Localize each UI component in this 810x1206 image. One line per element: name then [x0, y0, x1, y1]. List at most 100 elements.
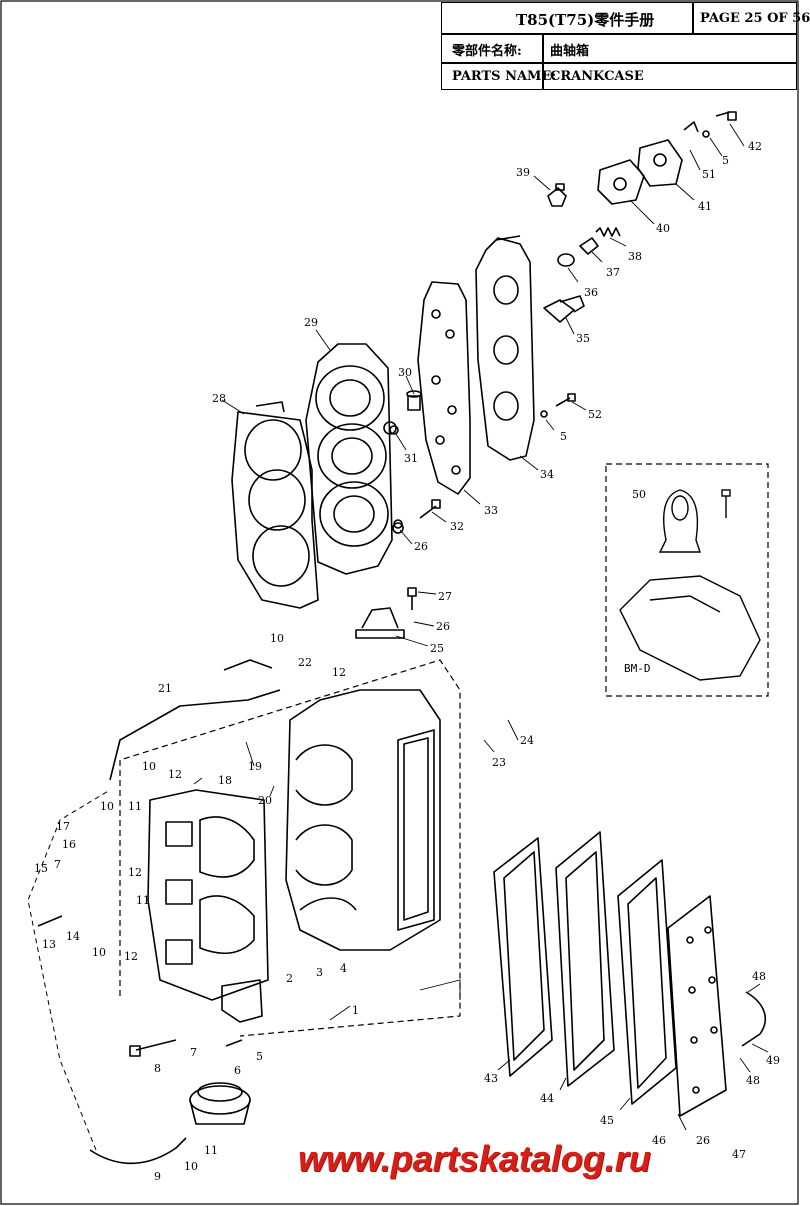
callout-37: 37	[606, 266, 620, 279]
callout-16: 16	[62, 838, 76, 851]
callout-21: 21	[158, 682, 172, 695]
callout-19: 19	[248, 760, 262, 773]
callout-2: 2	[286, 972, 293, 985]
callout-32: 32	[450, 520, 464, 533]
bolt-42	[715, 111, 737, 121]
part-name-en: CRANKCASE	[550, 69, 644, 84]
crankcase-block	[285, 689, 441, 951]
watermark: www.partskatalog.ru	[298, 1138, 651, 1179]
callout-38: 38	[628, 250, 642, 263]
callout-27: 27	[438, 590, 452, 603]
callout-23: 23	[492, 756, 506, 769]
callout-7: 7	[54, 858, 61, 871]
callout-44: 44	[540, 1092, 554, 1105]
hose-9	[89, 1137, 187, 1165]
lifting-eye-25	[355, 607, 405, 639]
exhaust-gasket-45	[617, 859, 677, 1105]
callout-12: 12	[124, 950, 138, 963]
callout-35: 35	[576, 332, 590, 345]
head-cover-gasket	[417, 281, 471, 495]
callout-39: 39	[516, 166, 530, 179]
bolt-13	[37, 915, 63, 927]
callout-26: 26	[696, 1134, 710, 1147]
callout-48: 48	[752, 970, 766, 983]
title-block: T85(T75)零件手册 PAGE 25 OF 56 零部件名称: 曲轴箱 PA…	[441, 2, 810, 90]
callout-18: 18	[218, 774, 232, 787]
callout-40: 40	[656, 222, 670, 235]
washer-5	[702, 130, 710, 138]
thermostat-cover-40	[597, 159, 645, 205]
ring-36	[557, 253, 575, 267]
callout-50: 50	[632, 488, 646, 501]
callout-10: 10	[92, 946, 106, 959]
exhaust-outer-cover-46	[667, 895, 727, 1117]
callout-12: 12	[168, 768, 182, 781]
callout-49: 49	[766, 1054, 780, 1067]
bolt-6	[225, 1039, 243, 1047]
callout-8: 8	[154, 1062, 161, 1075]
callout-15: 15	[34, 862, 48, 875]
callout-11: 11	[136, 894, 150, 907]
callout-3: 3	[316, 966, 323, 979]
thermostat-35	[543, 295, 585, 323]
callout-14: 14	[66, 930, 80, 943]
callout-10: 10	[142, 760, 156, 773]
pipe-10	[223, 659, 273, 671]
washer-26	[393, 519, 403, 529]
callout-33: 33	[484, 504, 498, 517]
callout-42: 42	[748, 140, 762, 153]
callout-10: 10	[184, 1160, 198, 1173]
callout-47: 47	[732, 1148, 746, 1161]
part-name-label-en: PARTS NAME:	[452, 69, 557, 84]
callout-12: 12	[332, 666, 346, 679]
callout-10: 10	[270, 632, 284, 645]
page-indicator: PAGE 25 OF 56	[700, 11, 810, 26]
callout-26: 26	[414, 540, 428, 553]
callout-34: 34	[540, 468, 554, 481]
sensor-39	[547, 183, 567, 207]
bolt-8	[129, 1039, 177, 1057]
callout-1: 1	[352, 1004, 359, 1017]
exhaust-gasket-43	[493, 837, 553, 1077]
inset-bm-d: BM-D	[605, 463, 769, 697]
callout-24: 24	[520, 734, 534, 747]
callout-52: 52	[588, 408, 602, 421]
hose-49	[741, 991, 767, 1047]
callout-13: 13	[42, 938, 56, 951]
callout-4: 4	[340, 962, 347, 975]
callout-7: 7	[190, 1046, 197, 1059]
callout-10: 10	[100, 800, 114, 813]
cylinder-head-gasket	[231, 401, 319, 609]
callout-20: 20	[258, 794, 272, 807]
lifting-eye-50	[658, 489, 701, 553]
callout-12: 12	[128, 866, 142, 879]
callout-41: 41	[698, 200, 712, 213]
washer-31	[389, 425, 399, 435]
bracket-41	[637, 121, 699, 187]
bolt-32	[419, 499, 441, 519]
inset-label: BM-D	[624, 662, 651, 675]
hose-21	[109, 689, 281, 781]
callout-46: 46	[652, 1134, 666, 1147]
bottom-fitting	[189, 1082, 251, 1125]
cylinder-head	[305, 343, 404, 575]
callout-11: 11	[204, 1144, 218, 1157]
exhaust-cover-44	[555, 831, 615, 1087]
callout-6: 6	[234, 1064, 241, 1077]
assembly-outline	[119, 659, 461, 1037]
callout-17: 17	[56, 820, 70, 833]
callout-31: 31	[404, 452, 418, 465]
callout-22: 22	[298, 656, 312, 669]
part-name-cn: 曲轴箱	[550, 44, 590, 59]
callout-11: 11	[128, 800, 142, 813]
callout-36: 36	[584, 286, 598, 299]
callout-numbers: 4255141394038373635525343329303128322650…	[34, 140, 780, 1183]
callout-51: 51	[702, 168, 716, 181]
callout-5: 5	[560, 430, 567, 443]
callout-5: 5	[256, 1050, 263, 1063]
callout-29: 29	[304, 316, 318, 329]
callout-9: 9	[154, 1170, 161, 1183]
part-37	[579, 237, 599, 255]
callout-43: 43	[484, 1072, 498, 1085]
